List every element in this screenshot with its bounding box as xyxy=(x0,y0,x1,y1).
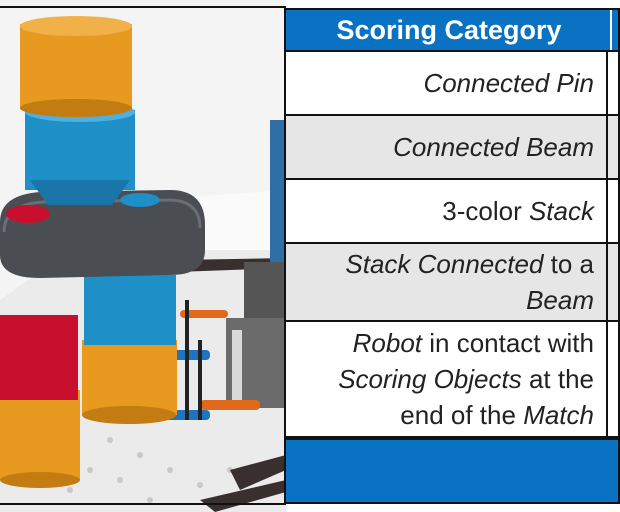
robot-field-illustration xyxy=(0,0,286,512)
italic-term: Stack Connected xyxy=(345,249,544,279)
italic-term: Connected Pin xyxy=(423,68,594,98)
cell-line: end of the Match xyxy=(286,397,594,433)
cell-text: to a xyxy=(543,249,594,279)
italic-term: Beam xyxy=(526,285,594,315)
scoring-category-cell: Connected Beam xyxy=(286,116,608,178)
cell-line: Connected Beam xyxy=(286,129,594,165)
header-column-divider xyxy=(610,10,612,50)
cell-line: Beam xyxy=(286,282,594,318)
table-row: Connected Beam xyxy=(284,116,620,180)
italic-term: Robot xyxy=(352,328,423,358)
cell-line: Connected Pin xyxy=(286,65,594,101)
table-header: Scoring Category xyxy=(284,8,620,52)
italic-term: Connected Beam xyxy=(393,132,594,162)
cell-text: at the xyxy=(521,364,594,394)
table-row: Connected Pin xyxy=(284,52,620,116)
scoring-category-header: Scoring Category xyxy=(336,15,562,45)
cell-line: Robot in contact with xyxy=(286,325,594,361)
cell-line: Stack Connected to a xyxy=(286,246,594,282)
cell-line: 3-color Stack xyxy=(286,193,594,229)
cell-line: Scoring Objects at the xyxy=(286,361,594,397)
table-row: 3-color Stack xyxy=(284,180,620,244)
table-footer xyxy=(284,438,620,504)
scoring-category-cell: Connected Pin xyxy=(286,52,608,114)
scoring-category-cell: 3-color Stack xyxy=(286,180,608,242)
cell-text: 3-color xyxy=(442,196,529,226)
italic-term: Match xyxy=(523,400,594,430)
italic-term: Stack xyxy=(528,196,594,226)
cell-text: in contact with xyxy=(422,328,594,358)
italic-term: Scoring Objects xyxy=(338,364,522,394)
cell-text: end of the xyxy=(400,400,524,430)
